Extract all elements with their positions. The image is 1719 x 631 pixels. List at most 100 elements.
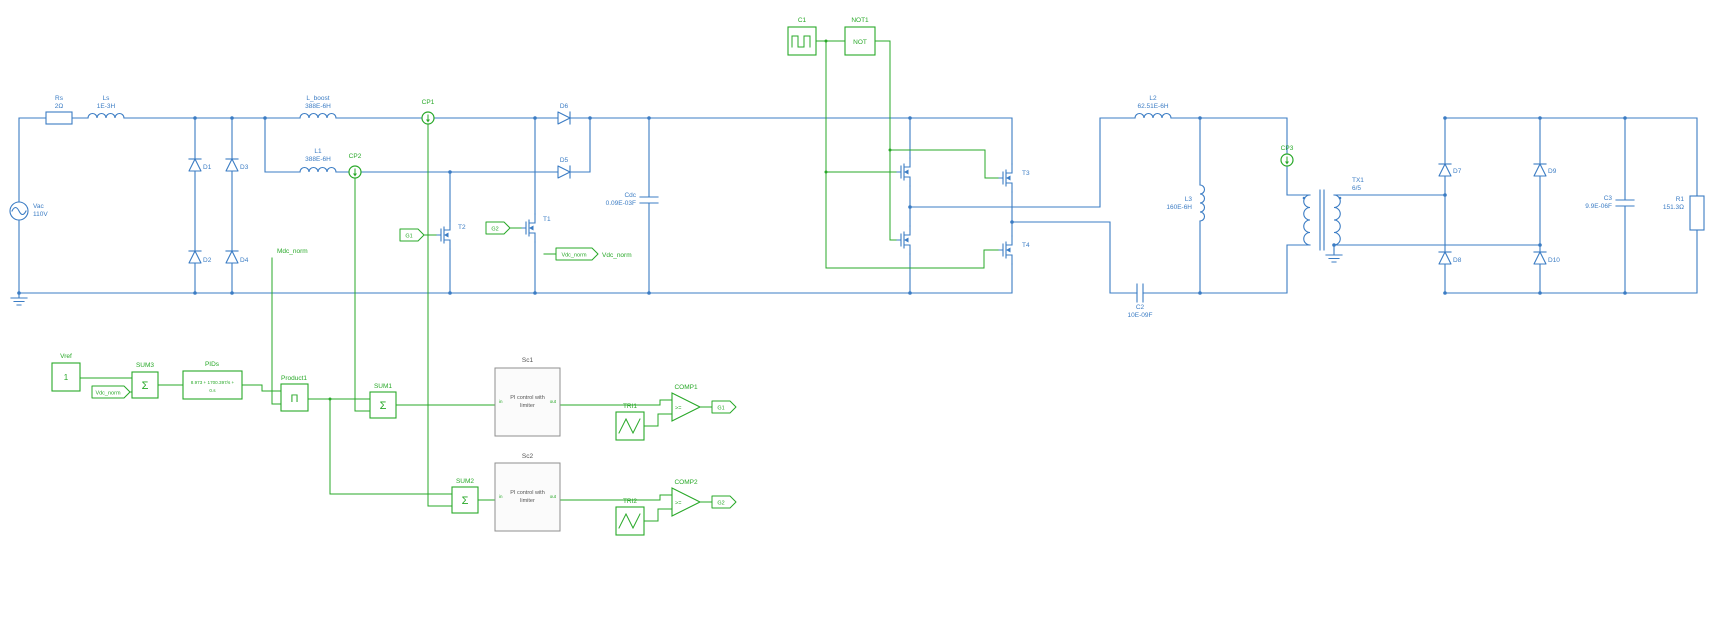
goto-tag-g2[interactable]: G2	[711, 495, 737, 509]
inductor-l-boost[interactable]	[299, 112, 337, 119]
label-cp2: CP2	[349, 153, 362, 160]
diode-d3[interactable]	[225, 158, 239, 172]
label-l1-value: 388E-6H	[305, 156, 331, 163]
sum3-sigma: Σ	[142, 380, 149, 392]
pid-block-pids[interactable]: 8.973 + 1700.397/s + 0.s	[182, 370, 243, 400]
goto-tag-g1[interactable]: G1	[711, 400, 737, 414]
label-lboost-name: L_boost	[306, 95, 329, 102]
label-d8: D8	[1453, 257, 1462, 264]
capacitor-c3[interactable]	[1615, 199, 1635, 207]
goto-tag-vdc-norm[interactable]: Vdc_norm	[555, 247, 599, 261]
resistor-rs[interactable]	[45, 111, 73, 125]
label-r1-name: R1	[1676, 196, 1685, 203]
diode-d10[interactable]	[1533, 251, 1547, 265]
label-not1: NOT1	[851, 17, 869, 24]
label-d3: D3	[240, 164, 249, 171]
mosfet-t3[interactable]	[997, 163, 1013, 193]
inductor-l1[interactable]	[299, 166, 337, 173]
label-rs-value: 2Ω	[55, 103, 64, 110]
label-tri1: TRI1	[623, 403, 637, 410]
from-tag-g1[interactable]: G1	[399, 228, 425, 242]
sc2-out-port: out	[550, 494, 557, 499]
diode-d4[interactable]	[225, 250, 239, 264]
inductor-ls[interactable]	[87, 112, 125, 119]
from-tag-g1-label: G1	[405, 234, 412, 240]
current-probe-cp1[interactable]	[421, 111, 435, 125]
label-sum3: SUM3	[136, 362, 154, 369]
current-probe-cp3[interactable]	[1280, 153, 1294, 167]
triangle-generator-tri2[interactable]	[615, 506, 645, 536]
resistor-r1[interactable]	[1689, 195, 1705, 231]
sum1-sigma: Σ	[380, 400, 387, 412]
label-tx1-value: 6/5	[1352, 185, 1361, 192]
inductor-l2[interactable]	[1134, 112, 1172, 119]
current-probe-cp2[interactable]	[348, 165, 362, 179]
constant-vref[interactable]: 1	[51, 362, 81, 392]
pulse-generator-c1[interactable]	[787, 26, 817, 56]
label-c2-name: C2	[1136, 304, 1145, 311]
sc1-in-port: in	[499, 399, 503, 404]
diode-d9[interactable]	[1533, 163, 1547, 177]
label-comp1: COMP1	[674, 384, 698, 391]
label-l3-value: 160E-6H	[1166, 204, 1192, 211]
from-tag-vdc-norm[interactable]: Vdc_norm	[91, 385, 131, 399]
diode-d2[interactable]	[188, 250, 202, 264]
triangle-generator-tri1[interactable]	[615, 411, 645, 441]
sum-block-sum2[interactable]: Σ	[451, 486, 479, 514]
diode-d8[interactable]	[1438, 251, 1452, 265]
comp1-operator: >=	[675, 406, 681, 412]
sum-block-sum1[interactable]: Σ	[369, 391, 397, 419]
from-tag-vdc-label: Vdc_norm	[95, 391, 120, 397]
diode-d6[interactable]	[557, 111, 571, 125]
ac-source-vac[interactable]	[9, 201, 29, 221]
sc1-text-line1: PI control with	[510, 395, 545, 401]
label-d7: D7	[1453, 168, 1462, 175]
signal-wiring	[79, 39, 999, 522]
transformer-tx1[interactable]	[1302, 189, 1342, 251]
subsystem-sc2[interactable]: PI control with limiter in out	[494, 462, 561, 532]
label-d9: D9	[1548, 168, 1557, 175]
label-cdc-value: 0.09E-03F	[606, 200, 636, 207]
label-tri2: TRI2	[623, 498, 637, 505]
from-tag-g2-label: G2	[491, 227, 498, 233]
comp2-operator: >=	[675, 501, 681, 507]
goto-tag-vdc-label: Vdc_norm	[561, 253, 586, 259]
product-block-product1[interactable]: Π	[280, 383, 309, 412]
diode-d7[interactable]	[1438, 163, 1452, 177]
mosfet-bridge-lower-left[interactable]	[895, 225, 911, 255]
comparator-comp2[interactable]: >=	[671, 487, 702, 517]
label-d2: D2	[203, 257, 212, 264]
label-d10: D10	[1548, 257, 1560, 264]
mosfet-bridge-upper-left[interactable]	[895, 157, 911, 187]
label-pids: PIDs	[205, 361, 220, 368]
comparator-comp1[interactable]: >=	[671, 392, 702, 422]
label-vac-name: Vac	[33, 203, 44, 210]
ground-icon-input[interactable]	[10, 292, 28, 306]
label-c3-value: 9.9E-06F	[1585, 203, 1612, 210]
subsystem-sc1[interactable]: PI control with limiter in out	[494, 367, 561, 437]
mosfet-t4[interactable]	[997, 235, 1013, 265]
goto-tag-g1-label: G1	[717, 406, 724, 412]
from-tag-g2[interactable]: G2	[485, 221, 511, 235]
label-tx1-name: TX1	[1352, 177, 1364, 184]
sum-block-sum3[interactable]: Σ	[131, 371, 159, 399]
diode-d1[interactable]	[188, 158, 202, 172]
label-cdc-name: Cdc	[624, 192, 636, 199]
capacitor-c2[interactable]	[1136, 283, 1144, 303]
ground-icon-transformer[interactable]	[1325, 249, 1343, 263]
label-l1-name: L1	[314, 148, 322, 155]
label-mdc-norm: Mdc_norm	[277, 248, 308, 255]
label-product1: Product1	[281, 375, 307, 382]
capacitor-cdc[interactable]	[639, 196, 659, 204]
mosfet-t2[interactable]	[435, 220, 451, 250]
inductor-l3[interactable]	[1199, 184, 1206, 222]
mosfet-t1[interactable]	[520, 213, 536, 243]
sum2-sigma: Σ	[462, 495, 469, 507]
label-vref: Vref	[60, 353, 72, 360]
label-c1: C1	[798, 17, 807, 24]
diode-d5[interactable]	[557, 165, 571, 179]
label-lboost-value: 388E-6H	[305, 103, 331, 110]
not-gate-not1[interactable]: NOT	[844, 26, 876, 56]
